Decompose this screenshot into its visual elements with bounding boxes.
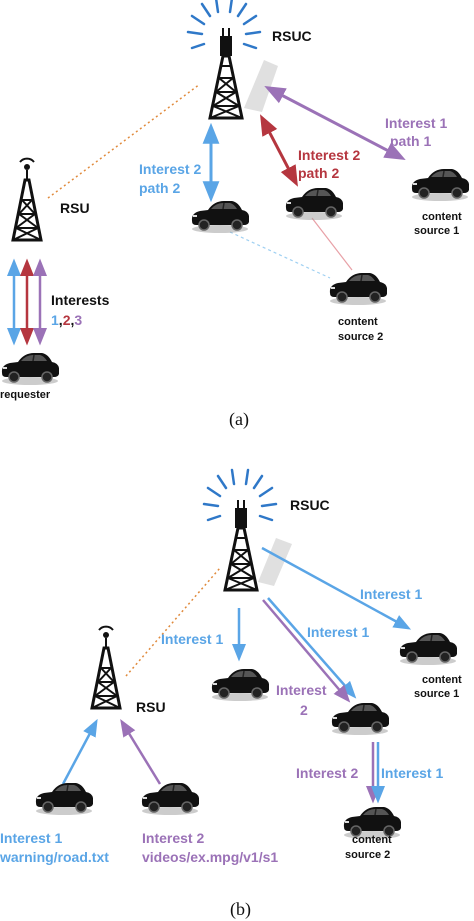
arrow-interest2-red: [260, 114, 298, 187]
car-icon: [331, 702, 390, 736]
interest1-mid-label: Interest 1: [307, 624, 369, 640]
content-source2-label: content: [338, 316, 378, 328]
interest1-low-label: Interest 1: [381, 765, 443, 781]
rsu-rsuc-link: [47, 83, 201, 199]
content-source1-label: source 1: [414, 688, 459, 700]
requester1-name-label: warning/road.txt: [0, 849, 109, 865]
tower-shadow: [258, 538, 292, 586]
rsu-label: RSU: [136, 699, 166, 715]
interest2-blue-path-label: path 2: [139, 180, 180, 196]
content-source2-label: source 2: [338, 331, 383, 343]
interest2-low-label: Interest 2: [296, 765, 358, 781]
requester2-interest-label: Interest 2: [142, 830, 204, 846]
requester1-interest-label: Interest 1: [0, 830, 62, 846]
interest2-red-path-label: path 2: [298, 165, 339, 181]
car-link-red: [311, 217, 353, 271]
interest1-right-label: Interest 1: [360, 586, 422, 602]
arrow-req1: [61, 718, 98, 785]
car-icon: [211, 668, 270, 702]
requester2-name-label: videos/ex.mpg/v1/s1: [142, 849, 278, 865]
arrow-interest1-mid: [267, 597, 357, 699]
rsu-tower-icon: [90, 625, 122, 710]
interest1-label: Interest 1: [385, 115, 447, 131]
rsuc-label: RSUC: [290, 497, 330, 513]
arrow-interest1: [264, 86, 406, 160]
content-source1-label: source 1: [414, 225, 459, 237]
car-icon: [399, 632, 458, 666]
interest2-blue-label: Interest 2: [139, 161, 201, 177]
interest2-mid-label: Interest: [276, 682, 327, 698]
car-icon: [191, 200, 250, 234]
car-icon: [1, 352, 60, 386]
content-source2-label: content: [352, 834, 392, 846]
tower-shadow: [244, 60, 278, 112]
arrow-interest1-right: [261, 546, 412, 630]
content-source1-label: content: [422, 674, 462, 686]
panel-a: RSUC RSU Interest 1 path 1 Interest 2 pa…: [0, 0, 470, 430]
car-icon: [411, 168, 470, 202]
rsu-label: RSU: [60, 200, 90, 216]
arrow-interest2-mid: [262, 599, 351, 703]
car-icon: [141, 782, 200, 816]
requester-label: requester: [0, 389, 51, 401]
rsuc-tower-icon: [208, 26, 244, 120]
car-icon: [35, 782, 94, 816]
caption-b: (b): [230, 899, 251, 920]
content-source1-label: content: [422, 211, 462, 223]
interest2-red-label: Interest 2: [298, 147, 360, 163]
interests-numbers: 1,2,3: [51, 312, 82, 328]
car-icon: [285, 187, 344, 221]
interest1-left-label: Interest 1: [161, 631, 223, 647]
rsu-rsuc-link: [125, 567, 221, 677]
car-icon: [329, 272, 388, 306]
rsuc-label: RSUC: [272, 28, 312, 44]
rsu-tower-icon: [11, 157, 43, 242]
interest1-path-label: path 1: [390, 133, 431, 149]
interests-label: Interests: [51, 292, 110, 308]
caption-a: (a): [229, 409, 249, 430]
interest2-mid-label: 2: [300, 702, 308, 718]
panel-b: RSUC RSU Interest 1 Interest 1 Interest …: [0, 468, 462, 920]
content-source2-label: source 2: [345, 849, 390, 861]
car-link-blue: [229, 231, 331, 279]
arrow-req2: [120, 719, 162, 785]
rsuc-tower-icon: [223, 498, 259, 592]
